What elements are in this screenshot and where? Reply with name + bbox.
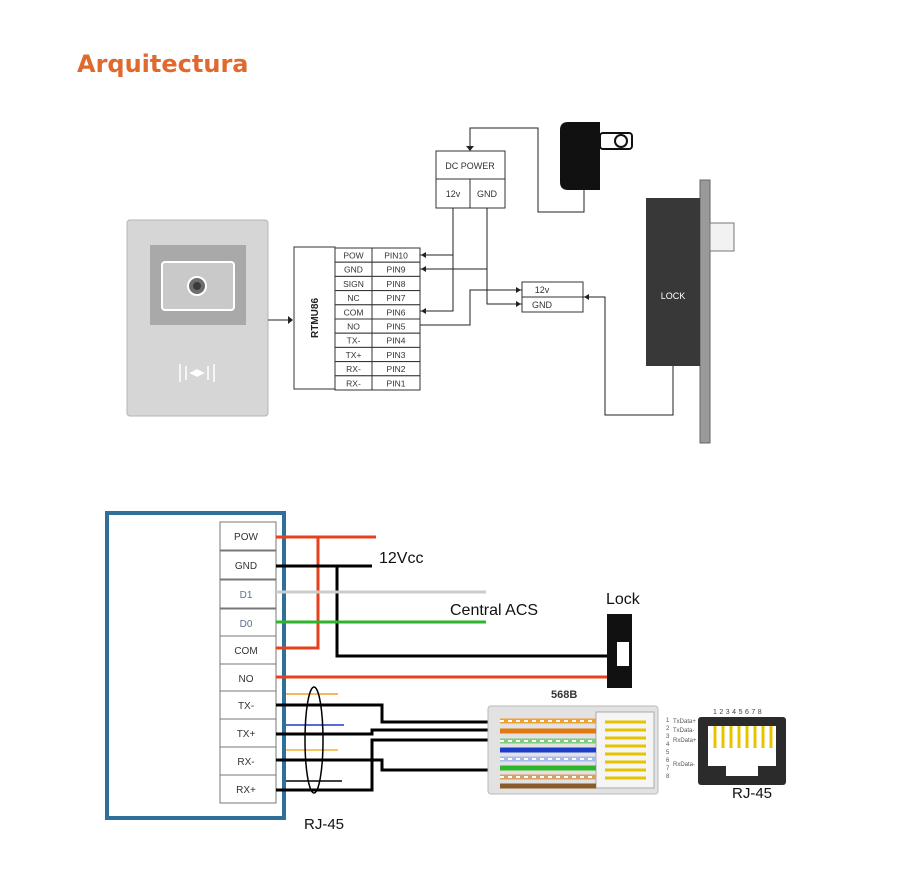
pin-number-label: PIN1	[387, 378, 406, 388]
nfc-icon	[179, 364, 215, 382]
svg-text:1: 1	[666, 718, 670, 724]
rj45-jack-icon	[698, 717, 786, 785]
pin-signal-label: TX+	[346, 350, 362, 360]
jack-signal-labels: 1 2 3 4 5 6 7 8 TxData+ TxData- RxData+ RxData…	[666, 718, 697, 780]
page-title: Arquitectura	[77, 50, 249, 78]
bottom-wiring	[276, 535, 614, 679]
pin-signal-label: TX-	[347, 336, 361, 346]
bottom-pin-cell	[219, 690, 277, 720]
dc-power-gnd-label: GND	[477, 189, 498, 199]
pin-signal-label: SIGN	[343, 279, 364, 289]
bottom-pin-label: TX+	[237, 729, 256, 740]
svg-text:8: 8	[666, 774, 670, 780]
bottom-pin-label: D0	[240, 619, 253, 630]
power-adapter-icon	[560, 122, 633, 190]
bottom-pin-label: D1	[240, 590, 253, 601]
connector-568b-icon	[487, 705, 659, 795]
pin-number-label: PIN2	[387, 364, 406, 374]
jack-signal-txdata-minus: TxData-	[673, 728, 694, 734]
bottom-pin-cell	[219, 746, 277, 776]
svg-text:2: 2	[666, 726, 670, 732]
lock-terminal-12v-label: 12v	[535, 285, 550, 295]
bottom-pin-cell	[219, 521, 277, 551]
pin-number-label: PIN4	[387, 336, 406, 346]
svg-text:6: 6	[666, 758, 670, 764]
card-reader-device	[126, 219, 269, 417]
pin-number-label: PIN9	[387, 265, 406, 275]
bottom-pin-label: COM	[234, 646, 257, 657]
jack-signal-rxdata-minus: RxData-	[673, 762, 695, 768]
bottom-pin-cell	[219, 718, 277, 748]
lock-device: LOCK	[646, 179, 735, 444]
bottom-pin-label: RX-	[237, 757, 254, 768]
pin-number-label: PIN10	[384, 251, 408, 261]
label-central-acs: Central ACS	[450, 602, 538, 619]
cable-color-ticks	[286, 693, 344, 782]
jack-signal-rxdata-plus: RxData+	[673, 738, 697, 744]
bottom-pin-cell	[219, 635, 277, 665]
bottom-pin-label: RX+	[236, 785, 256, 796]
bottom-pin-cell	[219, 579, 277, 609]
dc-power-box: DC POWER 12v GND	[435, 150, 506, 209]
svg-text:4: 4	[666, 742, 670, 748]
bottom-pin-label: TX-	[238, 701, 254, 712]
pin-signal-label: NO	[347, 322, 360, 332]
lock-label: LOCK	[661, 291, 686, 301]
bottom-pin-label: NO	[239, 674, 254, 685]
label-12vcc: 12Vcc	[379, 550, 423, 567]
pin-signal-label: NC	[347, 293, 359, 303]
label-lock: Lock	[606, 591, 641, 608]
svg-text:5: 5	[666, 750, 670, 756]
pin-signal-label: RX-	[346, 364, 361, 374]
top-wiring	[420, 208, 674, 416]
pin-signal-label: COM	[344, 307, 364, 317]
pin-number-label: PIN7	[387, 293, 406, 303]
bottom-pin-label: GND	[235, 561, 257, 572]
cable-bundle-ring	[304, 686, 324, 794]
svg-text:3: 3	[666, 734, 670, 740]
lock-terminal-box: 12v GND	[521, 281, 584, 313]
bottom-pin-label: POW	[234, 532, 258, 543]
pin-signal-label: POW	[343, 251, 363, 261]
dc-power-label: DC POWER	[445, 161, 495, 171]
pin-table-pin-cell	[371, 375, 421, 391]
pin-number-label: PIN8	[387, 279, 406, 289]
controller-label: RTMU86	[310, 298, 321, 338]
svg-text:7: 7	[666, 766, 670, 772]
top-wiring-arrows	[421, 252, 589, 314]
bottom-lock-device	[607, 614, 632, 688]
label-568b: 568B	[551, 689, 577, 701]
dc-power-12v-label: 12v	[446, 189, 461, 199]
pin-signal-label: GND	[344, 265, 363, 275]
jack-pin-numbers: 12345678	[713, 709, 764, 716]
pin-signal-label: RX-	[346, 378, 361, 388]
pin-number-label: PIN5	[387, 322, 406, 332]
rj45-cable	[276, 703, 500, 792]
jack-signal-txdata-plus: TxData+	[673, 719, 696, 725]
pin-number-label: PIN3	[387, 350, 406, 360]
bottom-pin-cell	[219, 774, 277, 804]
label-rj45-left: RJ-45	[304, 816, 344, 833]
label-rj45-right: RJ-45	[732, 785, 772, 802]
lock-terminal-gnd-label: GND	[532, 300, 553, 310]
pin-number-label: PIN6	[387, 307, 406, 317]
